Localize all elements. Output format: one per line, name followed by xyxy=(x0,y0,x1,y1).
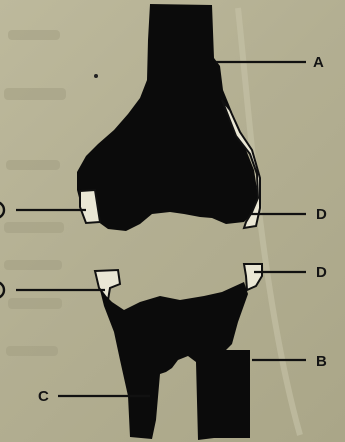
tibial-cartilage-right xyxy=(244,264,262,290)
dot-mark xyxy=(94,74,98,78)
cropped-callout-left-upper xyxy=(0,202,4,218)
label-d-upper: D xyxy=(316,206,327,223)
tibial-cartilage-left xyxy=(95,270,120,300)
label-c: C xyxy=(38,388,49,405)
fibula-shape xyxy=(212,350,250,438)
label-d-lower: D xyxy=(316,264,327,281)
label-a: A xyxy=(313,54,324,71)
cropped-callout-left-lower xyxy=(0,282,4,298)
bleed-through-marks xyxy=(4,30,66,356)
label-b: B xyxy=(316,353,327,370)
